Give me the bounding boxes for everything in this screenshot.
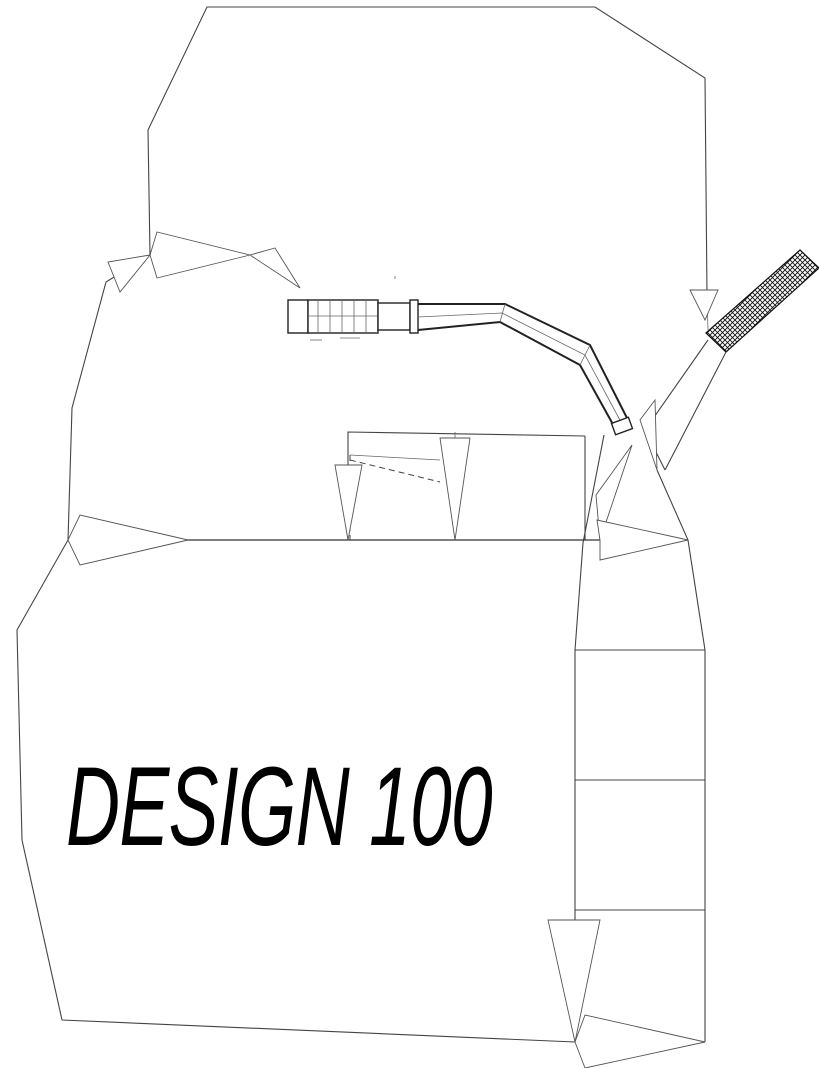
direction-cones [67,231,719,1068]
drawing-title: DESIGN 100 [66,744,492,869]
conveyor-machine [287,299,634,436]
annotation-marks [310,276,396,341]
hatched-chute [644,249,819,471]
outer-boundary [16,6,709,1043]
right-tower-sections [575,649,705,911]
projection-lines [349,454,441,540]
